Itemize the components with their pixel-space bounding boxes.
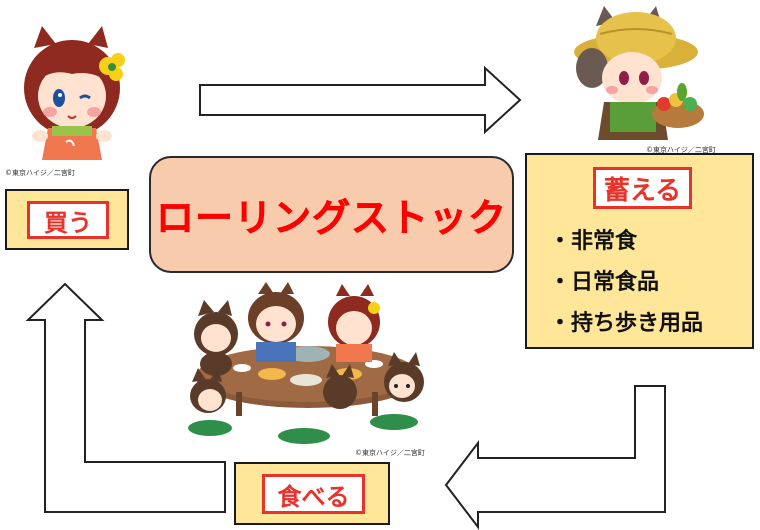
arrow-down-left <box>444 385 666 530</box>
store-item: ・持ち歩き用品 <box>549 311 704 336</box>
buy-label: 買う <box>27 201 109 239</box>
arrow-left-up <box>25 282 226 513</box>
buy-panel: 買う <box>5 189 129 250</box>
eat-scene-credit: ©東京ハイジ／二宮町 <box>355 449 425 457</box>
arrow-right <box>199 65 522 135</box>
eat-scene-illustration <box>188 282 424 444</box>
store-panel: 蓄える ・非常食 ・日常食品 ・持ち歩き用品 <box>525 153 754 349</box>
store-label: 蓄える <box>593 167 692 209</box>
eat-label: 食べる <box>262 474 365 514</box>
store-item: ・日常食品 <box>549 270 660 295</box>
eat-panel: 食べる <box>234 462 390 525</box>
buy-character-credit: ©東京ハイジ／二宮町 <box>5 169 75 177</box>
store-item-list: ・非常食 ・日常食品 ・持ち歩き用品 <box>549 221 703 344</box>
store-character-illustration <box>574 6 704 140</box>
store-character-credit: ©東京ハイジ／二宮町 <box>646 146 716 154</box>
store-item: ・非常食 <box>549 229 638 254</box>
buy-character-illustration <box>24 26 125 160</box>
diagram-title: ローリングストック <box>155 196 507 241</box>
title-box: ローリングストック <box>149 156 514 273</box>
